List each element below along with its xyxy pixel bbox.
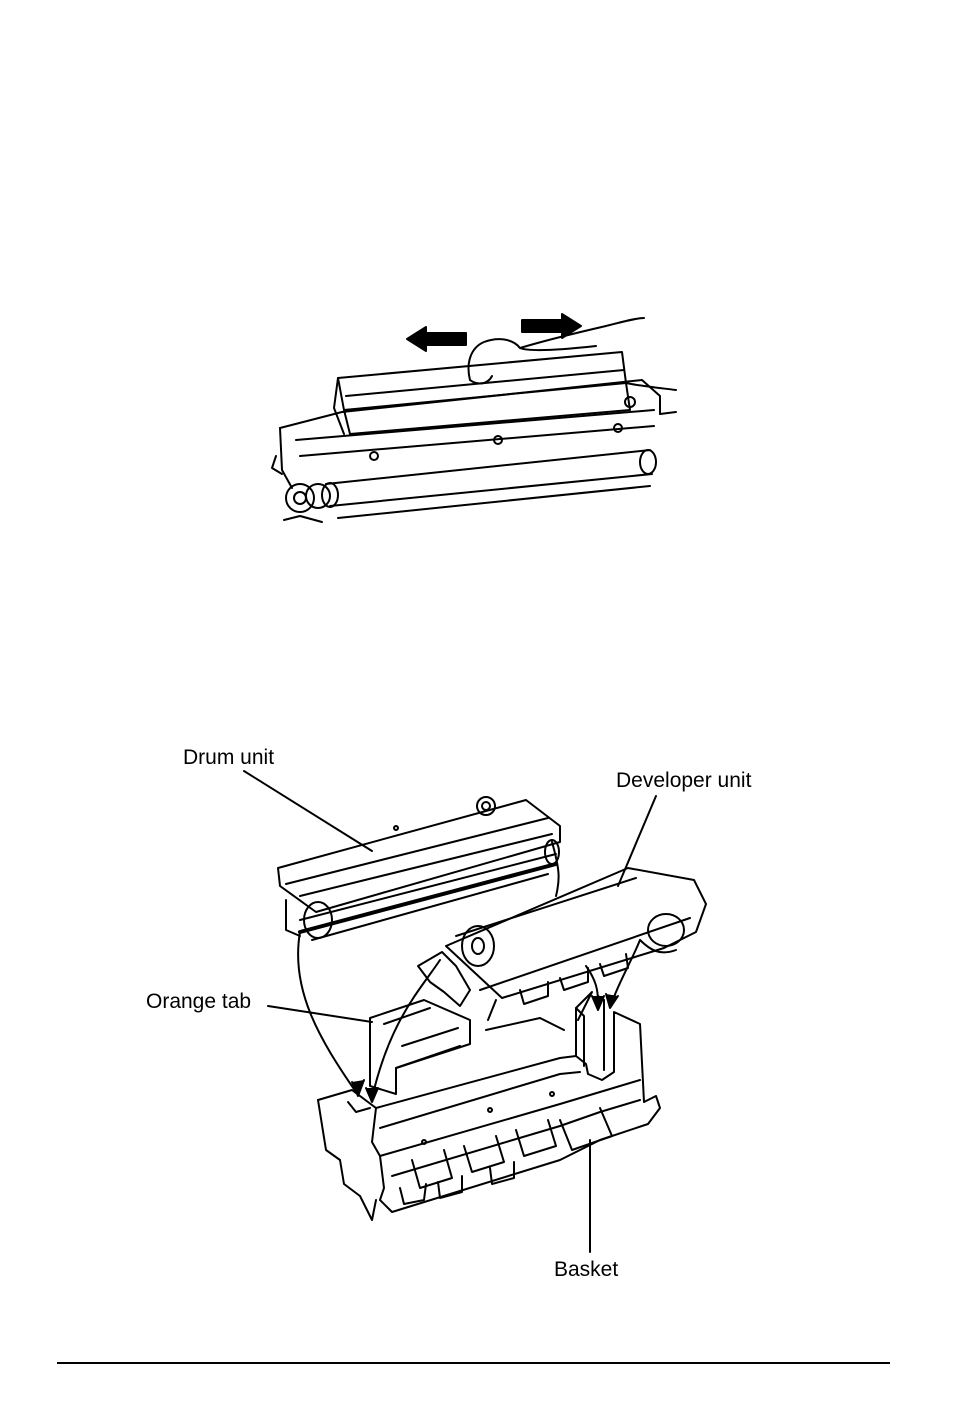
footer-rule <box>57 1362 890 1364</box>
orange-tab <box>370 1000 470 1094</box>
developer-unit-label: Developer unit <box>616 770 751 791</box>
drum-unit-label: Drum unit <box>183 747 274 768</box>
orange-tab-label: Orange tab <box>146 991 251 1012</box>
drum-unit-leader <box>244 771 372 851</box>
drum-drop-arrow-right-stub <box>552 842 559 896</box>
basket-label: Basket <box>554 1259 618 1280</box>
orange-tab-leader <box>268 1006 372 1022</box>
